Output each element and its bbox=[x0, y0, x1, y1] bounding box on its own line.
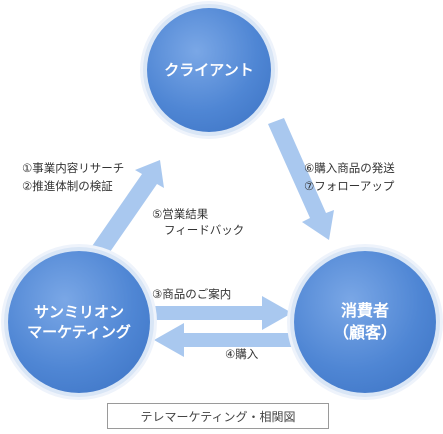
arrow-sanmillion-to-client bbox=[88, 160, 164, 262]
step2-label: ②推進体制の検証 bbox=[22, 179, 113, 193]
step4-label: ④購入 bbox=[225, 347, 259, 361]
arrow-client-to-consumer bbox=[268, 118, 334, 240]
step3-label: ③商品のご案内 bbox=[152, 287, 232, 301]
step5-label-line2: フィードバック bbox=[164, 223, 245, 237]
sanmillion-label-line2: マーケティング bbox=[27, 323, 131, 341]
consumer-label-line2: （顧客） bbox=[332, 323, 397, 342]
diagram-caption: テレマーケティング・相関図 bbox=[107, 403, 329, 429]
arrow-sanmillion-to-consumer bbox=[150, 296, 292, 330]
client-label: クライアント bbox=[164, 60, 254, 79]
caption-text: テレマーケティング・相関図 bbox=[140, 409, 296, 424]
step1-label: ①事業内容リサーチ bbox=[22, 161, 125, 175]
step7-label: ⑦フォローアップ bbox=[304, 179, 395, 193]
sanmillion-marketing-node: サンミリオン マーケティング bbox=[8, 251, 150, 393]
step6-label: ⑥購入商品の発送 bbox=[304, 161, 395, 175]
consumer-label-line1: 消費者 bbox=[340, 301, 389, 321]
arrow-consumer-to-sanmillion bbox=[154, 323, 294, 357]
sanmillion-label-line1: サンミリオン bbox=[33, 302, 124, 321]
client-node: クライアント bbox=[147, 8, 271, 132]
consumer-node: 消費者 （顧客） bbox=[294, 251, 436, 393]
step5-label-line1: ⑤営業結果 bbox=[152, 207, 209, 221]
